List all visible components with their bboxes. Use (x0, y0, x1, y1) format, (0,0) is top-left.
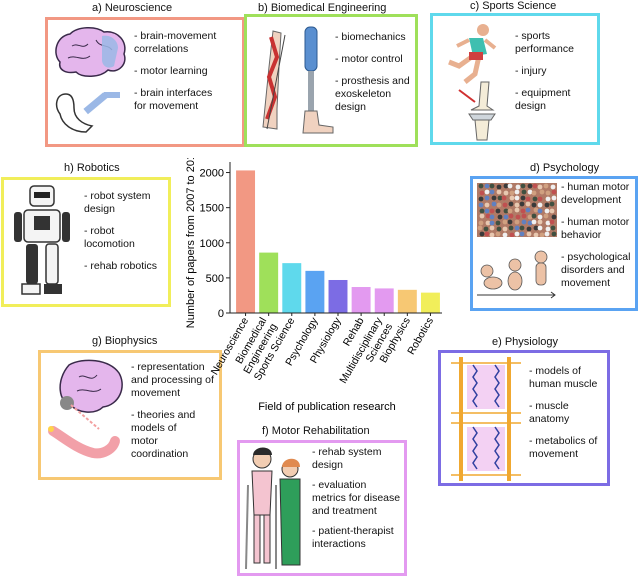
prosthesis-icon (302, 26, 334, 134)
panel-e-list: - models of human muscle - muscle anatom… (529, 365, 597, 470)
chart-ylabel: Number of papers from 2007 to 2017 (185, 158, 197, 328)
panel-g-item: - theories and models of motor coordinat… (131, 409, 196, 460)
panel-c-title: c) Sports Science (470, 0, 557, 12)
panel-f-title: f) Motor Rehabilitation (262, 425, 370, 437)
chart-bar (351, 287, 371, 313)
panel-h-box: - robot system design - robot locomotion… (1, 177, 171, 307)
panel-a-item: - motor learning (134, 65, 208, 77)
panel-b-item: - prosthesis and exoskeleton design (335, 75, 410, 113)
panel-d-list: - human motor development - human motor … (561, 181, 630, 299)
panel-b-box: - biomechanics - motor control - prosthe… (244, 14, 418, 147)
chart-y-tick-label: 1500 (200, 203, 224, 215)
chart-y-tick-label: 2000 (200, 168, 224, 180)
chart-bar (236, 170, 256, 313)
chart-y-tick-label: 0 (218, 308, 224, 320)
chart-y-tick-label: 500 (206, 273, 224, 285)
panel-e-item: - models of human muscle (529, 365, 598, 390)
panel-g-item: - representation and processing of movem… (131, 361, 214, 399)
panel-h-title: h) Robotics (64, 162, 120, 174)
panel-a-title: a) Neuroscience (92, 2, 173, 14)
muscle-fiber-icon (451, 357, 521, 481)
chart-y-tick-label: 1000 (200, 238, 224, 250)
chart-xlabel: Field of publication research (258, 401, 396, 413)
chart-bar (420, 292, 440, 313)
chart-bar (397, 289, 417, 313)
panel-b-title: b) Biomedical Engineering (258, 2, 387, 14)
panel-g-list: - representation and processing of movem… (131, 361, 214, 470)
brain-arm-icon (48, 359, 123, 459)
panel-a-list: - brain-movement correlations - motor le… (134, 30, 216, 122)
panel-b-item: - motor control (335, 53, 403, 65)
knee-joint-icon (458, 81, 496, 141)
panel-c-item: - equipment design (515, 87, 571, 112)
panel-c-item: - sports performance (515, 30, 574, 55)
panel-f-item: - evaluation metrics for disease and tre… (312, 479, 401, 517)
panel-e-item: - metabolics of movement (529, 435, 598, 460)
patient-therapist-icon (245, 447, 301, 570)
panel-b-item: - biomechanics (335, 31, 406, 43)
panel-a-item: - brain interfaces for movement (134, 87, 213, 112)
chart-bar (305, 270, 325, 313)
panel-e-item: - muscle anatomy (529, 400, 570, 425)
brain-icon (55, 27, 126, 77)
chart-bar (374, 288, 394, 313)
panel-g-box: - representation and processing of movem… (38, 350, 222, 480)
runner-icon (448, 24, 497, 84)
panel-f-item: - rehab system design (312, 446, 382, 471)
chart-bar (282, 263, 302, 313)
panel-h-item: - robot locomotion (84, 225, 135, 250)
panel-h-list: - robot system design - robot locomotion… (84, 190, 157, 282)
panel-e-title: e) Physiology (492, 336, 559, 348)
robotic-arm-icon (55, 92, 120, 133)
chart-bar (259, 252, 279, 313)
robot-icon (14, 185, 70, 295)
panel-g-title: g) Biophysics (92, 335, 158, 347)
panel-c-list: - sports performance - injury - equipmen… (515, 30, 574, 122)
leg-muscle-icon (262, 30, 286, 130)
panel-d-title: d) Psychology (530, 162, 600, 174)
panel-h-item: - robot system design (84, 190, 151, 215)
panel-c-box: - sports performance - injury - equipmen… (430, 13, 600, 145)
panel-a-item: - brain-movement correlations (134, 30, 217, 55)
panel-b-list: - biomechanics - motor control - prosthe… (335, 31, 410, 123)
panel-d-item: - human motor behavior (561, 216, 630, 241)
panel-f-item: - patient-therapist interactions (312, 525, 394, 550)
panel-d-item: - human motor development (561, 181, 630, 206)
panel-d-item: - psychological disorders and movement (561, 251, 631, 289)
crowd-photo (477, 183, 557, 237)
panel-f-box: - rehab system design - evaluation metri… (237, 440, 407, 576)
panel-c-item: - injury (515, 65, 547, 77)
panel-d-box: - human motor development - human motor … (470, 176, 638, 311)
panel-h-item: - rehab robotics (84, 260, 157, 272)
panel-e-box: - models of human muscle - muscle anatom… (438, 350, 610, 486)
chart-bar (328, 279, 348, 313)
panel-f-list: - rehab system design - evaluation metri… (312, 446, 400, 558)
panel-a-box: - brain-movement correlations - motor le… (45, 17, 245, 147)
baby-development-icon (477, 250, 556, 299)
